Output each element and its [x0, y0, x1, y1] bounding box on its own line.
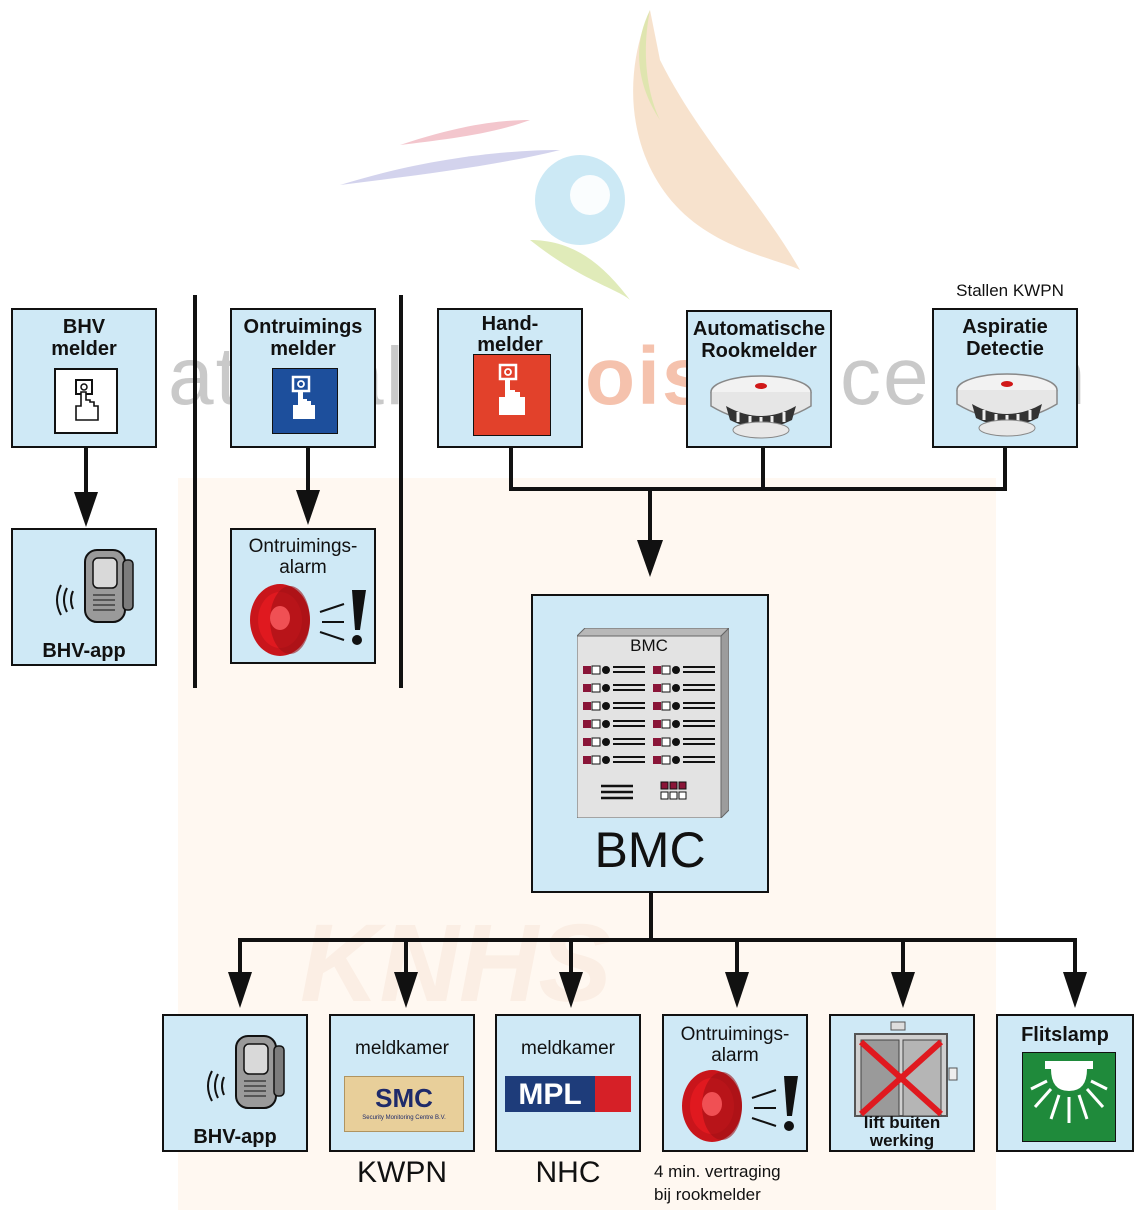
flitslamp-box: Flitslamp — [996, 1014, 1134, 1152]
panel-knob — [672, 720, 680, 728]
bhv-app-left-label: BHV-app — [42, 640, 126, 662]
panel-led — [591, 683, 601, 693]
meldkamer-kwpn-box: meldkamer SMC Security Monitoring Centre… — [329, 1014, 475, 1152]
bhv-melder-box: BHV melder — [11, 308, 157, 448]
panel-knob — [602, 684, 610, 692]
panel-led — [661, 683, 671, 693]
rookmelder-box: Automatische Rookmelder — [686, 310, 832, 448]
elevator-icon — [849, 1020, 961, 1125]
bmc-panel-label: BMC — [630, 636, 668, 655]
panel-knob — [672, 738, 680, 746]
bmc-panel: BMC — [575, 626, 731, 820]
kwpn-label: KWPN — [357, 1156, 447, 1189]
pager-icon — [43, 540, 143, 640]
smc-logo: SMC Security Monitoring Centre B.V. — [344, 1076, 464, 1132]
panel-led — [583, 756, 591, 764]
flitslamp-label: Flitslamp — [1021, 1024, 1109, 1046]
rookmelder-label: Automatische Rookmelder — [692, 318, 826, 362]
panel-led — [591, 755, 601, 765]
panel-led — [661, 665, 671, 675]
panel-led — [653, 666, 661, 674]
bhv-app-bottom-label: BHV-app — [193, 1126, 277, 1148]
push-button-icon — [54, 368, 118, 434]
panel-led — [653, 738, 661, 746]
panel-led — [591, 737, 601, 747]
handmelder-box: Hand- melder — [437, 308, 583, 448]
panel-knob — [602, 702, 610, 710]
panel-knob — [672, 756, 680, 764]
top-note: Stallen KWPN — [956, 281, 1064, 300]
bhv-app-box-bottom: BHV-app — [162, 1014, 308, 1152]
lift-label: lift buiten werking — [863, 1113, 941, 1150]
panel-led — [661, 755, 671, 765]
panel-knob — [672, 666, 680, 674]
aspiratie-box: Aspiratie Detectie — [932, 308, 1078, 448]
meldkamer-nhc-title: meldkamer — [521, 1038, 615, 1059]
panel-led — [653, 720, 661, 728]
blue-push-button-icon — [272, 368, 338, 434]
panel-key — [669, 791, 678, 800]
meldkamer-kwpn-title: meldkamer — [355, 1038, 449, 1059]
ontruimings-melder-label: Ontruimings melder — [243, 316, 363, 360]
panel-key — [660, 791, 669, 800]
panel-knob — [602, 756, 610, 764]
panel-led — [661, 719, 671, 729]
meldkamer-nhc-box: meldkamer MPL — [495, 1014, 641, 1152]
bhv-melder-label: BHV melder — [51, 316, 117, 360]
smoke-detector-icon — [708, 372, 814, 447]
watermark-horse-logo — [300, 0, 820, 300]
panel-led — [653, 702, 661, 710]
panel-led — [583, 738, 591, 746]
flash-lamp-icon — [1022, 1052, 1116, 1142]
panel-led — [661, 737, 671, 747]
pager-icon — [194, 1026, 294, 1126]
delay-note: 4 min. vertraging bij rookmelder — [654, 1162, 781, 1204]
panel-key — [660, 781, 669, 790]
ontruimingsalarm-box-left: Ontruimings- alarm — [230, 528, 376, 664]
panel-led — [591, 665, 601, 675]
bhv-app-box-left: BHV-app — [11, 528, 157, 666]
panel-led — [591, 701, 601, 711]
mpl-logo: MPL — [505, 1076, 631, 1112]
panel-knob — [602, 738, 610, 746]
panel-key — [678, 781, 687, 790]
smc-logo-text: SMC — [375, 1083, 433, 1113]
ontruimingsalarm-left-label: Ontruimings- alarm — [248, 536, 358, 578]
panel-led — [591, 719, 601, 729]
red-push-button-icon — [473, 354, 551, 436]
lift-box: lift buiten werking — [829, 1014, 975, 1152]
panel-led — [653, 756, 661, 764]
handmelder-label: Hand- melder — [477, 313, 543, 356]
aspiration-detector-icon — [954, 370, 1060, 445]
smc-logo-subtext: Security Monitoring Centre B.V. — [362, 1115, 446, 1121]
siren-icon — [676, 1068, 801, 1153]
panel-led — [583, 702, 591, 710]
panel-led — [583, 666, 591, 674]
panel-knob — [602, 720, 610, 728]
watermark-knhs: KNHS — [300, 902, 612, 1025]
bmc-box: BMC BMC — [531, 594, 769, 893]
ontruimingsalarm-bottom-label: Ontruimings- alarm — [680, 1024, 790, 1066]
mpl-logo-text: MPL — [518, 1078, 582, 1111]
ontruimings-melder-box: Ontruimings melder — [230, 308, 376, 448]
panel-led — [653, 684, 661, 692]
nhc-label: NHC — [535, 1156, 601, 1189]
panel-key — [678, 791, 687, 800]
panel-knob — [602, 666, 610, 674]
panel-key — [669, 781, 678, 790]
siren-icon — [244, 582, 369, 667]
ontruimingsalarm-box-bottom: Ontruimings- alarm — [662, 1014, 808, 1152]
panel-led — [661, 701, 671, 711]
panel-led — [583, 684, 591, 692]
aspiratie-label: Aspiratie Detectie — [962, 316, 1048, 360]
panel-knob — [672, 684, 680, 692]
bmc-label: BMC — [594, 822, 706, 878]
panel-knob — [672, 702, 680, 710]
panel-led — [583, 720, 591, 728]
